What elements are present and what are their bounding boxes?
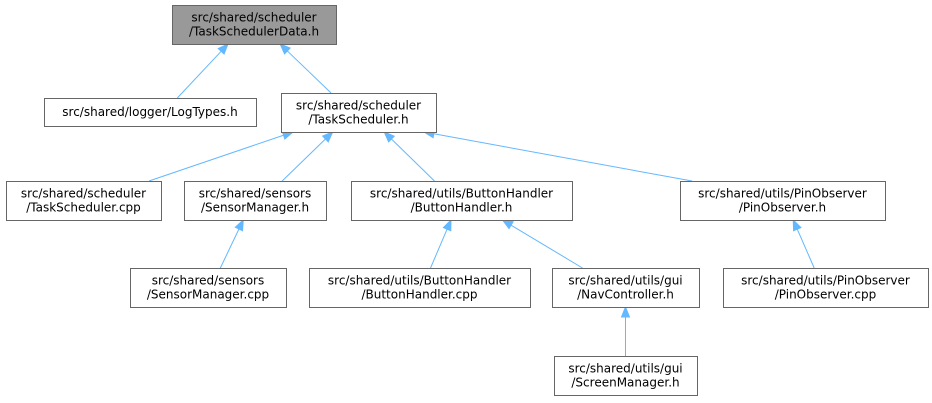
node-box[interactable] <box>309 268 531 308</box>
node-label-line: src/shared/scheduler <box>296 99 421 113</box>
edge-button_handler_cpp-to-button_handler_h <box>430 218 452 269</box>
node-task-scheduler-h[interactable]: src/shared/scheduler/TaskScheduler.h <box>281 93 437 133</box>
node-label-line: /TaskSchedulerData.h <box>189 25 319 39</box>
edge-sensor_manager_cpp-to-sensor_manager_h <box>219 218 244 269</box>
arrowhead-icon <box>383 131 396 143</box>
edge-line <box>510 224 583 269</box>
edge-task_scheduler_h-to-task_scheduler_data_h <box>279 43 332 94</box>
node-label-line: src/shared/utils/ButtonHandler <box>370 187 553 201</box>
edge-line <box>148 134 284 182</box>
node-sensor-manager-h[interactable]: src/shared/sensors/SensorManager.h <box>184 181 327 221</box>
node-label-line: src/shared/utils/PinObserver <box>698 187 867 201</box>
node-box[interactable] <box>184 181 327 221</box>
node-task-scheduler-cpp[interactable]: src/shared/scheduler/TaskScheduler.cpp <box>6 181 162 221</box>
edge-line <box>391 138 435 182</box>
node-button-handler-h[interactable]: src/shared/utils/ButtonHandler/ButtonHan… <box>351 181 573 221</box>
edge-sensor_manager_h-to-task_scheduler_h <box>281 131 334 182</box>
node-box[interactable] <box>6 181 162 221</box>
edge-log_types_h-to-task_scheduler_data_h <box>176 43 229 99</box>
edge-line <box>433 133 693 182</box>
arrowhead-icon <box>217 43 229 55</box>
node-label-line: src/shared/scheduler <box>191 11 316 25</box>
node-box[interactable] <box>552 268 700 308</box>
node-label-line: /PinObserver.h <box>739 201 826 215</box>
node-log-types-h[interactable]: src/shared/logger/LogTypes.h <box>44 98 257 127</box>
node-label-line: /SensorManager.h <box>201 201 309 215</box>
node-label-line: src/shared/sensors <box>152 274 265 288</box>
arrowhead-icon <box>279 43 291 55</box>
node-label-line: src/shared/utils/gui <box>568 362 682 376</box>
node-task-scheduler-data-h[interactable]: src/shared/scheduler/TaskSchedulerData.h <box>172 5 337 45</box>
node-label-line: src/shared/sensors <box>199 187 312 201</box>
arrowhead-icon <box>620 305 631 318</box>
node-box[interactable] <box>554 356 698 396</box>
node-box[interactable] <box>351 181 573 221</box>
node-nav-controller-h[interactable]: src/shared/utils/gui/NavController.h <box>552 268 700 308</box>
node-button-handler-cpp[interactable]: src/shared/utils/ButtonHandler/ButtonHan… <box>309 268 531 308</box>
edge-line <box>281 138 326 182</box>
edge-line <box>286 50 332 94</box>
node-label-line: src/shared/scheduler <box>21 187 146 201</box>
node-pin-observer-h[interactable]: src/shared/utils/PinObserver/PinObserver… <box>680 181 886 221</box>
edge-pin_observer_cpp-to-pin_observer_h <box>792 218 815 269</box>
arrowhead-icon <box>792 218 802 232</box>
node-box[interactable] <box>130 268 287 308</box>
node-label-line: /ButtonHandler.h <box>411 201 513 215</box>
nodes-layer: src/shared/scheduler/TaskSchedulerData.h… <box>6 5 929 396</box>
arrowhead-icon <box>321 131 334 143</box>
node-label-line: src/shared/logger/LogTypes.h <box>62 105 237 119</box>
arrowhead-icon <box>501 219 514 230</box>
node-screen-manager-h[interactable]: src/shared/utils/gui/ScreenManager.h <box>554 356 698 396</box>
edge-line <box>796 228 815 269</box>
node-label-line: /ButtonHandler.cpp <box>361 288 477 302</box>
edge-task_scheduler_cpp-to-task_scheduler_h <box>148 130 295 182</box>
node-label-line: /TaskScheduler.h <box>308 113 408 127</box>
edge-button_handler_h-to-task_scheduler_h <box>383 131 435 182</box>
node-sensor-manager-cpp[interactable]: src/shared/sensors/SensorManager.cpp <box>130 268 287 308</box>
arrowhead-icon <box>234 218 244 232</box>
node-box[interactable] <box>723 268 929 308</box>
edge-line <box>176 50 222 99</box>
node-pin-observer-cpp[interactable]: src/shared/utils/PinObserver/PinObserver… <box>723 268 929 308</box>
node-label-line: src/shared/utils/PinObserver <box>741 274 910 288</box>
node-box[interactable] <box>44 98 257 127</box>
node-label-line: /SensorManager.cpp <box>147 288 269 302</box>
node-label-line: src/shared/utils/gui <box>568 274 682 288</box>
arrowhead-icon <box>442 218 452 232</box>
edge-screen_manager_h-to-nav_controller_h <box>620 305 631 356</box>
node-box[interactable] <box>281 93 437 133</box>
node-label-line: /PinObserver.cpp <box>775 288 877 302</box>
edge-line <box>430 229 448 269</box>
node-label-line: src/shared/utils/ButtonHandler <box>328 274 511 288</box>
node-box[interactable] <box>172 5 337 45</box>
node-box[interactable] <box>680 181 886 221</box>
edge-nav_controller_h-to-button_handler_h <box>501 219 583 269</box>
node-label-line: /NavController.h <box>577 288 674 302</box>
edge-pin_observer_h-to-task_scheduler_h <box>422 129 693 182</box>
edge-line <box>219 228 240 269</box>
edges-layer <box>148 43 815 356</box>
node-label-line: /ScreenManager.h <box>571 376 679 390</box>
node-label-line: /TaskScheduler.cpp <box>26 201 141 215</box>
